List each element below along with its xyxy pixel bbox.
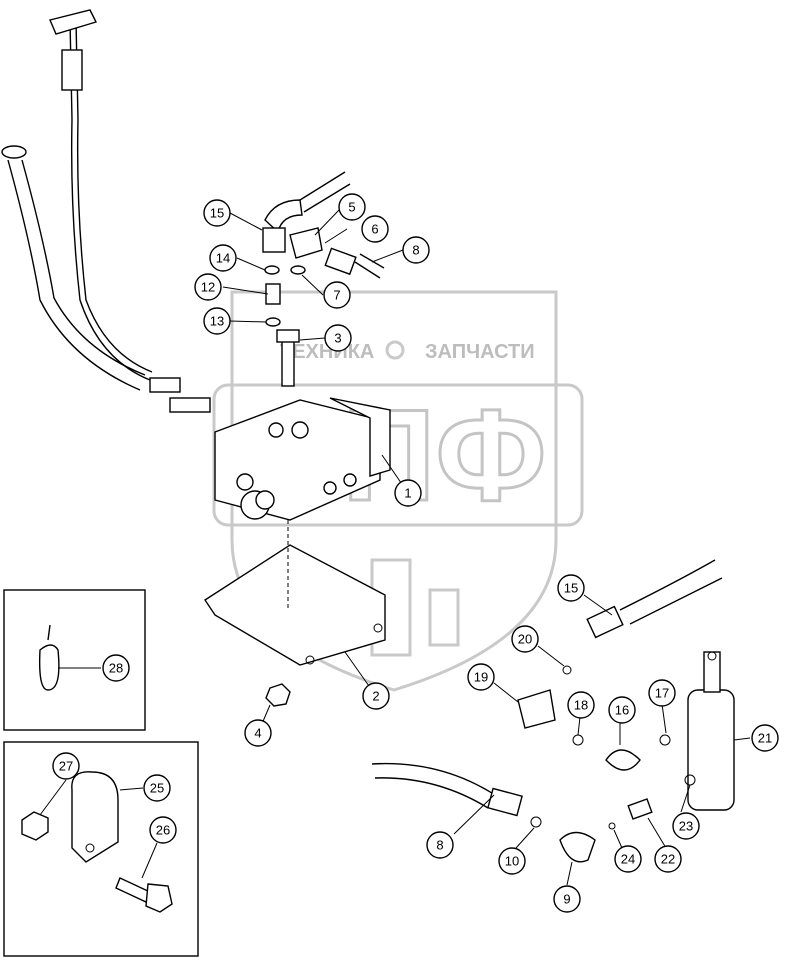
right-hose-cylinder: [371, 559, 735, 863]
callout-25: 25: [143, 774, 171, 802]
svg-text:8: 8: [412, 243, 419, 258]
svg-text:3: 3: [334, 331, 341, 346]
svg-text:23: 23: [679, 819, 693, 834]
hose-assembly-left: [1, 9, 211, 413]
clip-bracket: [71, 771, 119, 863]
callout-15-top: 15: [203, 199, 231, 227]
top-fittings: [262, 171, 385, 327]
nut: [21, 811, 49, 841]
watermark-text-left: ТЕХНИКА: [280, 341, 374, 363]
svg-text:18: 18: [574, 698, 588, 713]
callout-23: 23: [672, 812, 700, 840]
svg-text:1: 1: [404, 486, 411, 501]
svg-text:25: 25: [150, 781, 164, 796]
hose-fitting-top: [61, 49, 83, 91]
callout-21: 21: [751, 724, 779, 752]
callout-14: 14: [209, 244, 237, 272]
callout-20: 20: [511, 625, 539, 653]
callout-28: 28: [102, 654, 130, 682]
callout-15-right: 15: [557, 574, 585, 602]
callout-3: 3: [324, 324, 352, 352]
svg-text:24: 24: [621, 852, 635, 867]
svg-text:10: 10: [505, 854, 519, 869]
hydraulic-cylinder: [687, 689, 735, 811]
callout-12: 12: [194, 273, 222, 301]
callout-6: 6: [361, 215, 389, 243]
svg-text:16: 16: [615, 703, 629, 718]
callout-1: 1: [394, 479, 422, 507]
svg-text:20: 20: [518, 632, 532, 647]
callout-8-bottom: 8: [426, 831, 454, 859]
lock-nut: [265, 683, 291, 707]
svg-text:21: 21: [758, 731, 772, 746]
inset-box-hardware: [3, 741, 199, 957]
svg-text:15: 15: [210, 206, 224, 221]
svg-text:4: 4: [254, 726, 261, 741]
callout-4: 4: [244, 719, 272, 747]
callout-13: 13: [203, 307, 231, 335]
svg-text:12: 12: [201, 280, 215, 295]
svg-text:15: 15: [564, 581, 578, 596]
callout-2: 2: [362, 682, 390, 710]
svg-text:2: 2: [372, 689, 379, 704]
callout-22: 22: [654, 845, 682, 873]
callout-17: 17: [648, 679, 676, 707]
bolt: [281, 339, 295, 387]
callout-9: 9: [553, 885, 581, 913]
svg-text:14: 14: [216, 251, 230, 266]
svg-text:27: 27: [59, 759, 73, 774]
callout-10: 10: [498, 847, 526, 875]
bolt-flange: [115, 877, 173, 913]
svg-text:9: 9: [563, 892, 570, 907]
callout-24: 24: [614, 845, 642, 873]
callout-26: 26: [149, 816, 177, 844]
callout-5: 5: [338, 193, 366, 221]
callout-27: 27: [52, 752, 80, 780]
callout-8-top: 8: [402, 236, 430, 264]
inset-box-clamp: [3, 589, 146, 731]
callout-19: 19: [467, 663, 495, 691]
svg-text:8: 8: [436, 838, 443, 853]
svg-text:28: 28: [109, 661, 123, 676]
svg-text:19: 19: [474, 670, 488, 685]
hose-clamp: [38, 624, 60, 691]
callout-18: 18: [567, 691, 595, 719]
svg-text:7: 7: [333, 288, 340, 303]
watermark-text-right: ЗАПЧАСТИ: [425, 341, 535, 363]
tee-fitting: [49, 9, 97, 35]
callout-16: 16: [608, 696, 636, 724]
watermark-banner: [212, 383, 584, 527]
svg-text:17: 17: [655, 686, 669, 701]
svg-text:5: 5: [348, 200, 355, 215]
callout-7: 7: [323, 281, 351, 309]
valve-block: [214, 329, 391, 521]
svg-text:22: 22: [661, 852, 675, 867]
svg-text:26: 26: [156, 823, 170, 838]
gear-icon: [385, 340, 405, 360]
svg-text:6: 6: [371, 222, 378, 237]
svg-text:13: 13: [210, 314, 224, 329]
mounting-bracket: [204, 520, 386, 666]
